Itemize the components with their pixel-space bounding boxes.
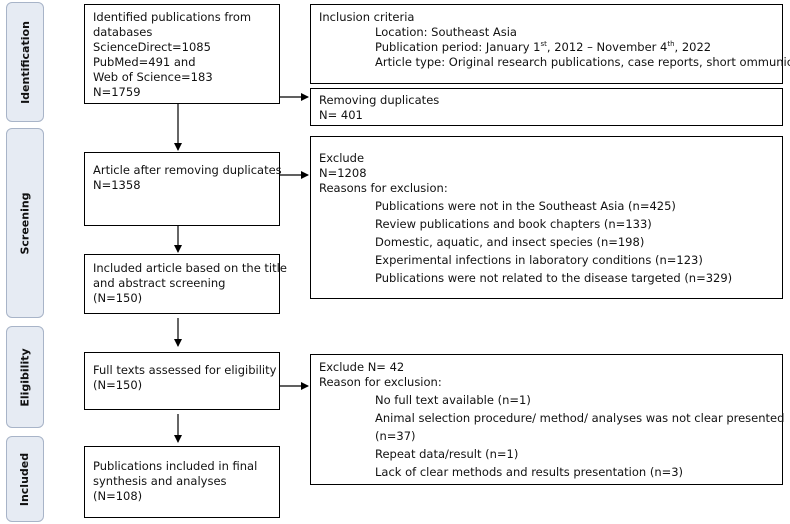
box-line: N=1358 <box>93 178 141 192</box>
box-line: (N=150) <box>93 291 143 305</box>
period-prefix: Publication period: January 1 <box>375 40 541 54</box>
after-duplicates-box: Article after removing duplicates N=1358 <box>84 152 282 226</box>
inclusion-article-type: Article type: Original research publicat… <box>375 55 790 69</box>
box-line: (N=150) <box>93 378 143 392</box>
period-suffix: , 2022 <box>674 40 712 54</box>
box-line: Included article based on the title <box>93 261 287 275</box>
full-text-assessed-box: Full texts assessed for eligibility (N=1… <box>84 352 280 410</box>
period-sup1: st <box>540 40 547 49</box>
inclusion-location: Location: Southeast Asia <box>375 25 517 39</box>
inclusion-criteria-box: Inclusion criteria Location: Southeast A… <box>310 4 790 84</box>
exclude-eligibility-box: Exclude N= 42 Reason for exclusion: No f… <box>310 354 785 485</box>
period-sup2: th <box>667 40 675 49</box>
phase-eligibility: Eligibility <box>6 326 44 428</box>
exclusion-reason: Domestic, aquatic, and insect species (n… <box>375 235 645 249</box>
box-line: Publications included in final <box>93 459 258 473</box>
box-line: Identified publications from <box>93 10 252 24</box>
box-line: N=1208 <box>319 166 367 180</box>
exclude-screening-box: Exclude N=1208 Reasons for exclusion: Pu… <box>310 136 783 299</box>
exclusion-reason: Repeat data/result (n=1) <box>375 447 519 461</box>
exclusion-reason: Lack of clear methods and results presen… <box>375 465 684 479</box>
exclusion-reason: Publications were not in the Southeast A… <box>375 199 676 213</box>
box-line: N=1759 <box>93 85 141 99</box>
box-line: Exclude <box>319 151 365 165</box>
title-abstract-screening-box: Included article based on the title and … <box>84 254 287 314</box>
exclusion-reason: Publications were not related to the dis… <box>375 271 733 285</box>
removing-duplicates-box: Removing duplicates N= 401 <box>310 88 783 126</box>
box-line: N= 401 <box>319 108 363 122</box>
box-line: PubMed=491 and <box>93 55 196 69</box>
box-line: Reason for exclusion: <box>319 375 442 389</box>
box-line: Full texts assessed for eligibility <box>93 363 277 377</box>
box-line: Exclude N= 42 <box>319 360 405 374</box>
exclusion-reason: (n=37) <box>375 429 416 443</box>
box-line: ScienceDirect=1085 <box>93 40 211 54</box>
box-line: and abstract screening <box>93 276 226 290</box>
exclusion-reason: Experimental infections in laboratory co… <box>375 253 703 267</box>
exclusion-reason: Animal selection procedure/ method/ anal… <box>375 411 785 425</box>
box-line: Reasons for exclusion: <box>319 181 448 195</box>
exclusion-reason: Review publications and book chapters (n… <box>375 217 652 231</box>
box-line: synthesis and analyses <box>93 474 227 488</box>
exclusion-reason: No full text available (n=1) <box>375 393 531 407</box>
inclusion-period: Publication period: January 1st, 2012 – … <box>319 40 774 55</box>
box-line: (N=108) <box>93 489 143 503</box>
box-line: Removing duplicates <box>319 93 440 107</box>
box-line: Web of Science=183 <box>93 70 213 84</box>
phase-identification: Identification <box>6 2 44 122</box>
box-line: Article after removing duplicates <box>93 163 282 177</box>
phase-screening: Screening <box>6 128 44 318</box>
box-line: databases <box>93 25 153 39</box>
final-included-box: Publications included in final synthesis… <box>84 446 280 518</box>
identified-publications-box: Identified publications from databases S… <box>84 4 280 104</box>
period-mid: , 2012 – November 4 <box>546 40 668 54</box>
phase-included: Included <box>6 436 44 522</box>
inclusion-title: Inclusion criteria <box>319 10 415 24</box>
